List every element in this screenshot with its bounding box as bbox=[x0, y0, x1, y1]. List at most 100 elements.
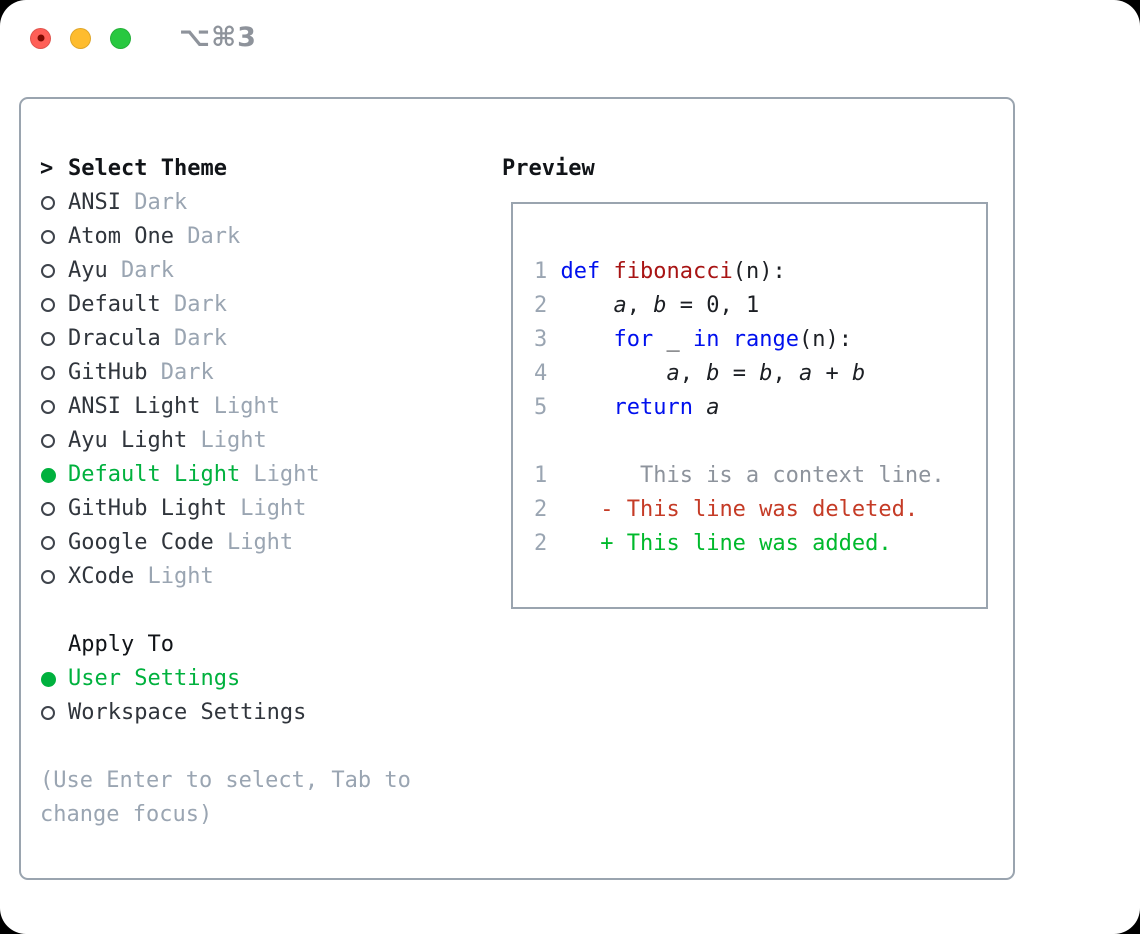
code-segment: 1 bbox=[534, 463, 548, 488]
theme-variant: Dark bbox=[120, 190, 188, 215]
code-segment: b bbox=[706, 361, 720, 386]
window-shortcut-label: ⌥⌘3 bbox=[179, 22, 257, 53]
theme-name: ANSI Light bbox=[68, 394, 201, 419]
theme-name: Ayu Light bbox=[68, 428, 188, 453]
code-line: 2 a, b = 0, 1 bbox=[534, 289, 986, 323]
code-segment bbox=[561, 293, 614, 318]
theme-variant: Dark bbox=[160, 292, 227, 317]
radio-selected-icon bbox=[41, 467, 56, 483]
code-segment: def bbox=[560, 259, 601, 284]
code-segment bbox=[534, 429, 547, 454]
theme-option-dracula[interactable]: Dracula Dark bbox=[40, 322, 480, 356]
code-segment: (n): bbox=[732, 259, 786, 284]
code-segment: , bbox=[679, 361, 707, 386]
theme-option-default-light[interactable]: Default Light Light bbox=[40, 458, 480, 492]
theme-name: GitHub Light bbox=[68, 496, 227, 521]
theme-name: ANSI bbox=[68, 190, 121, 215]
code-segment: + bbox=[812, 361, 852, 386]
theme-name: Atom One bbox=[68, 224, 174, 249]
zoom-button[interactable] bbox=[110, 27, 131, 49]
theme-variant: Dark bbox=[147, 360, 214, 385]
code-segment bbox=[719, 327, 732, 352]
theme-name: Ayu bbox=[68, 258, 108, 283]
close-button[interactable] bbox=[30, 27, 51, 49]
theme-option-ayu[interactable]: Ayu Dark bbox=[40, 254, 480, 288]
code-segment: , bbox=[772, 361, 799, 386]
theme-name: Default Light bbox=[68, 462, 241, 487]
code-line: 4 a, b = b, a + b bbox=[534, 357, 986, 391]
radio-icon bbox=[41, 502, 55, 516]
theme-option-default[interactable]: Default Dark bbox=[40, 288, 480, 322]
preview-header: Preview bbox=[502, 156, 595, 181]
code-segment: return bbox=[613, 395, 693, 420]
radio-icon bbox=[41, 570, 55, 584]
theme-variant: Light bbox=[134, 564, 214, 589]
theme-option-xcode[interactable]: XCode Light bbox=[40, 560, 480, 594]
code-line: 2 - This line was deleted. bbox=[534, 493, 986, 527]
radio-icon bbox=[41, 536, 55, 550]
code-segment: (n): bbox=[798, 327, 852, 352]
theme-name: Default bbox=[68, 292, 161, 317]
theme-variant: Dark bbox=[173, 224, 241, 249]
code-line: 3 for _ in range(n): bbox=[534, 323, 986, 357]
theme-name: GitHub bbox=[68, 360, 148, 385]
theme-variant: Light bbox=[200, 394, 280, 419]
code-segment: 2 bbox=[534, 293, 561, 318]
code-segment: 3 bbox=[534, 327, 561, 352]
code-segment: in bbox=[692, 327, 720, 352]
theme-option-ansi[interactable]: ANSI Dark bbox=[40, 186, 480, 220]
code-segment: 2 bbox=[534, 531, 548, 556]
code-segment: a bbox=[798, 361, 813, 386]
theme-variant: Light bbox=[187, 428, 267, 453]
select-theme-header-row: > Select Theme bbox=[40, 152, 480, 186]
theme-option-google-code[interactable]: Google Code Light bbox=[40, 526, 480, 560]
apply-option-user-settings[interactable]: User Settings bbox=[40, 662, 480, 696]
theme-option-github-light[interactable]: GitHub Light Light bbox=[40, 492, 480, 526]
code-segment: range bbox=[732, 327, 799, 352]
cursor-icon: > bbox=[40, 156, 54, 181]
code-segment: for bbox=[613, 327, 654, 352]
theme-name: Dracula bbox=[68, 326, 161, 351]
theme-variant: Light bbox=[240, 462, 320, 487]
code-line: 1 This is a context line. bbox=[534, 459, 986, 493]
code-segment: b bbox=[759, 361, 773, 386]
code-segment bbox=[561, 395, 614, 420]
theme-option-ayu-light[interactable]: Ayu Light Light bbox=[40, 424, 480, 458]
code-segment: a bbox=[706, 395, 720, 420]
code-segment: - This line was deleted. bbox=[600, 497, 919, 522]
code-line bbox=[534, 425, 986, 459]
radio-selected-icon bbox=[41, 671, 56, 687]
apply-option-label: User Settings bbox=[68, 666, 241, 691]
radio-icon bbox=[41, 196, 55, 210]
code-segment: 2 bbox=[534, 497, 548, 522]
code-segment bbox=[547, 497, 600, 522]
apply-option-label: Workspace Settings bbox=[68, 700, 307, 725]
radio-icon bbox=[41, 264, 55, 278]
theme-option-ansi-light[interactable]: ANSI Light Light bbox=[40, 390, 480, 424]
radio-icon bbox=[41, 400, 55, 414]
title-bar: ⌥⌘3 bbox=[30, 22, 257, 53]
apply-option-workspace-settings[interactable]: Workspace Settings bbox=[40, 696, 480, 730]
code-segment: = bbox=[719, 361, 760, 386]
code-segment: 4 bbox=[534, 361, 561, 386]
code-segment: a bbox=[613, 293, 627, 318]
theme-variant: Dark bbox=[160, 326, 227, 351]
radio-icon bbox=[41, 434, 55, 448]
radio-icon bbox=[41, 706, 55, 720]
code-segment bbox=[600, 259, 613, 284]
theme-variant: Dark bbox=[107, 258, 174, 283]
code-segment: fibonacci bbox=[613, 259, 733, 284]
apply-to-header-row: Apply To bbox=[40, 628, 480, 662]
code-segment: a bbox=[666, 361, 680, 386]
theme-option-atom-one[interactable]: Atom One Dark bbox=[40, 220, 480, 254]
code-line: 2 + This line was added. bbox=[534, 527, 986, 561]
minimize-button[interactable] bbox=[70, 27, 91, 49]
code-segment bbox=[547, 531, 600, 556]
code-segment: _ bbox=[653, 327, 693, 352]
theme-option-github[interactable]: GitHub Dark bbox=[40, 356, 480, 390]
